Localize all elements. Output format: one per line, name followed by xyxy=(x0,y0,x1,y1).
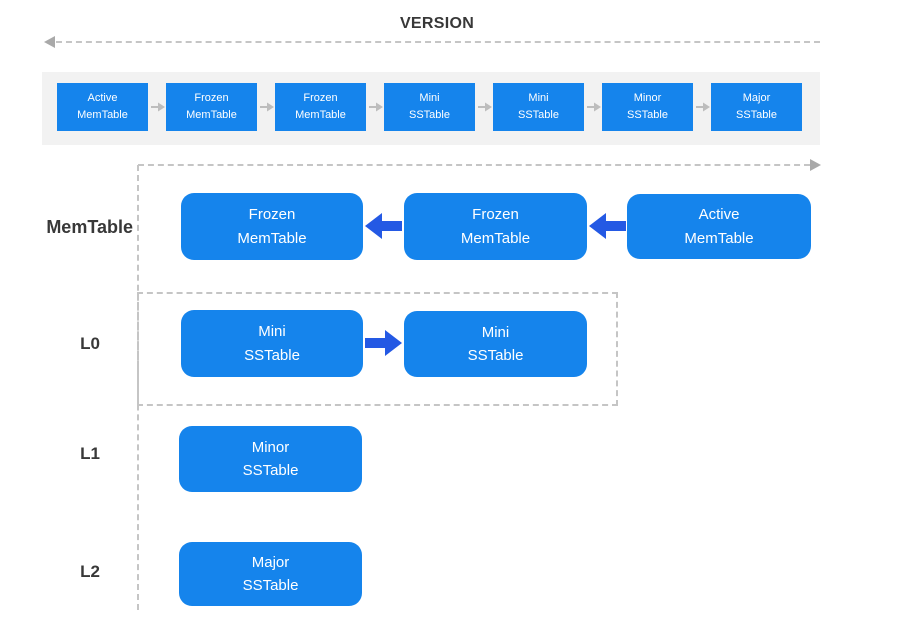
version-timeline-line xyxy=(56,41,820,43)
version-flow-band: Active MemTable Frozen MemTable Frozen M… xyxy=(42,72,820,145)
flow-step-right-arrow-icon xyxy=(369,102,383,112)
node-active-memtable: Active MemTable xyxy=(627,194,811,259)
row-label-l2: L2 xyxy=(80,562,100,581)
l0-region-border xyxy=(137,292,618,406)
block-arrow-left-icon xyxy=(589,213,626,239)
node-line1: Frozen xyxy=(472,206,519,224)
flow-step-right-arrow-icon xyxy=(478,102,492,112)
node-line1: Minor xyxy=(251,438,290,456)
flow-box-frozen-memtable-1: Frozen MemTable xyxy=(166,83,257,131)
node-line2: SSTable xyxy=(244,346,300,364)
node-frozen-memtable-2: Frozen MemTable xyxy=(404,193,587,260)
flow-box-line1: Major xyxy=(742,91,771,104)
node-line2: MemTable xyxy=(237,229,307,247)
memtable-flow-line xyxy=(138,164,810,166)
row-label-memtable: MemTable xyxy=(46,217,133,237)
flow-box-major-sstable: Major SSTable xyxy=(711,83,802,131)
node-major-sstable: Major SSTable xyxy=(179,542,362,606)
node-line2: MemTable xyxy=(684,229,754,247)
version-title: VERSION xyxy=(399,15,475,32)
node-line1: Frozen xyxy=(248,206,296,224)
node-line1: Active xyxy=(698,206,740,224)
node-line1: Major xyxy=(251,553,290,571)
flow-box-mini-sstable-1: Mini SSTable xyxy=(384,83,475,131)
flow-box-mini-sstable-2: Mini SSTable xyxy=(493,83,584,131)
node-line2: SSTable xyxy=(242,577,299,594)
node-mini-sstable-1: Mini SSTable xyxy=(181,310,363,377)
flow-box-line2: MemTable xyxy=(77,109,128,121)
block-arrow-right-icon xyxy=(365,330,402,356)
flow-box-minor-sstable: Minor SSTable xyxy=(602,83,693,131)
flow-box-line2: SSTable xyxy=(409,109,450,121)
flow-box-line2: SSTable xyxy=(627,109,668,121)
flow-step-right-arrow-icon xyxy=(696,102,710,112)
block-arrow-left-icon xyxy=(365,213,402,239)
flow-box-line2: MemTable xyxy=(295,109,346,121)
node-minor-sstable: Minor SSTable xyxy=(179,426,362,492)
node-line2: SSTable xyxy=(467,347,524,364)
flow-box-line2: MemTable xyxy=(186,109,237,121)
flow-box-line1: Mini xyxy=(528,91,549,104)
row-label-l0: L0 xyxy=(80,334,100,353)
flow-box-line1: Frozen xyxy=(194,91,229,104)
flow-box-frozen-memtable-2: Frozen MemTable xyxy=(275,83,366,131)
node-line1: Mini xyxy=(258,323,286,341)
flow-step-right-arrow-icon xyxy=(587,102,601,112)
node-line1: Mini xyxy=(481,323,510,341)
flow-box-line1: Mini xyxy=(419,91,440,104)
row-label-l1: L1 xyxy=(80,444,100,463)
node-frozen-memtable-1: Frozen MemTable xyxy=(181,193,363,260)
arrowhead-right-icon xyxy=(810,159,821,171)
flow-box-line1: Active xyxy=(87,91,118,104)
node-line2: SSTable xyxy=(242,462,299,479)
flow-box-line1: Frozen xyxy=(303,91,338,104)
arrowhead-left-icon xyxy=(44,36,55,48)
node-line2: MemTable xyxy=(460,229,531,247)
node-mini-sstable-2: Mini SSTable xyxy=(404,311,587,377)
flow-box-line1: Minor xyxy=(633,91,662,104)
flow-box-line2: SSTable xyxy=(736,109,777,121)
flow-step-right-arrow-icon xyxy=(260,102,274,112)
flow-box-line2: SSTable xyxy=(518,109,559,121)
flow-box-active-memtable: Active MemTable xyxy=(57,83,148,131)
flow-step-right-arrow-icon xyxy=(151,102,165,112)
